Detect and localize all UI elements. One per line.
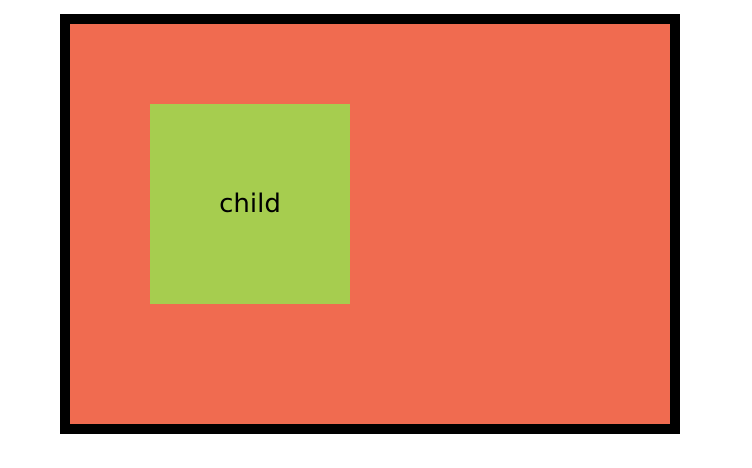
parent-box: child (60, 14, 680, 434)
child-box: child (150, 104, 350, 304)
child-label: child (219, 189, 281, 219)
